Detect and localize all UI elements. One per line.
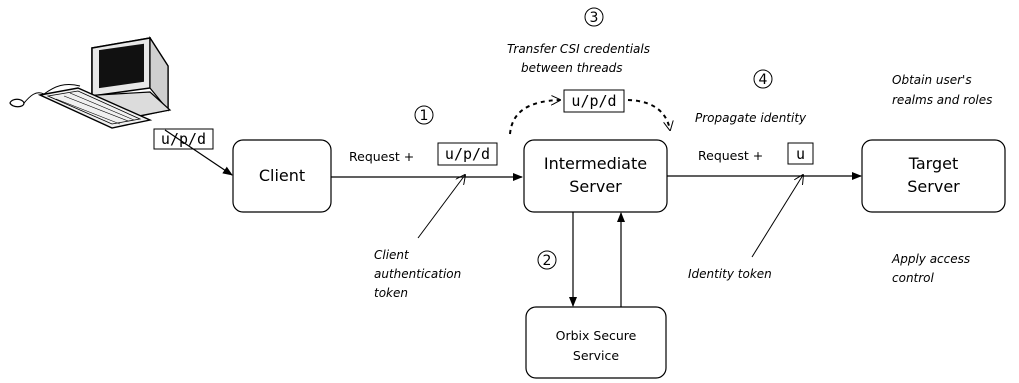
transfer-token-label: u/p/d [571,92,616,110]
target-server-label-line1: Target [908,154,959,173]
svg-text:2: 2 [543,253,552,269]
orbix-secure-service-node: Orbix Secure Service [525,306,667,379]
workstation-to-client-arrow [164,129,233,176]
workstation-icon [9,35,172,129]
client-node: Client [232,139,332,213]
apply-access-annotation-line1: Apply access [891,252,970,266]
propagate-identity-annotation: Propagate identity [695,111,807,125]
transfer-annotation-line2: between threads [521,61,623,75]
intermediate-server-label-line1: Intermediate [544,154,647,173]
target-server-node: Target Server [861,139,1006,213]
step-4-marker: 4 [753,69,773,89]
svg-text:1: 1 [420,108,429,124]
identity-token-annotation: Identity token [688,267,772,281]
identity-token-box: u [787,142,814,165]
user-credentials-token-label: u/p/d [161,130,206,148]
apply-access-annotation-line2: control [892,271,935,285]
intermediate-server-node: Intermediate Server [523,139,668,213]
request-plus-label-1: Request + [349,149,414,164]
orbix-label-line1: Orbix Secure [556,328,637,343]
user-credentials-token: u/p/d [153,128,214,150]
client-auth-pointer-arrow [417,175,465,239]
target-server-label-line2: Server [907,177,960,196]
request-plus-label-2: Request + [698,148,763,163]
transfer-curve-right-arrow [627,99,670,130]
client-auth-annotation-line1: Client [374,248,410,262]
client-label: Client [259,166,305,185]
orbix-label-line2: Service [573,348,620,363]
obtain-roles-annotation-line1: Obtain user's [892,73,972,87]
identity-token-label: u [796,145,805,163]
step-1-marker: 1 [414,105,434,125]
step-2-marker: 2 [537,250,557,270]
client-auth-annotation-line3: token [374,286,408,300]
svg-text:4: 4 [759,72,768,88]
intermediate-server-label-line2: Server [569,177,622,196]
svg-text:3: 3 [590,10,599,26]
transfer-annotation-line1: Transfer CSI credentials [507,42,650,56]
request-token-box: u/p/d [437,142,498,166]
transfer-token-box: u/p/d [563,89,625,113]
client-auth-annotation-line2: authentication [374,267,461,281]
request-token-label: u/p/d [445,145,490,163]
transfer-curve-left-arrow [509,100,560,135]
obtain-roles-annotation-line2: realms and roles [892,93,992,107]
step-3-marker: 3 [584,7,604,27]
identity-token-pointer-arrow [751,175,803,258]
